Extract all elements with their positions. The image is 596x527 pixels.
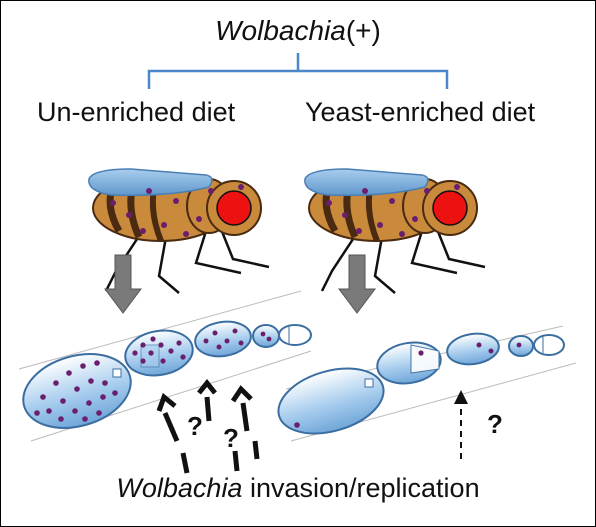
- title-bracket: [147, 53, 449, 89]
- fly-eye: [432, 190, 468, 226]
- germarium: [533, 334, 565, 356]
- germarium: [278, 324, 312, 346]
- question-mark: ?: [487, 409, 503, 439]
- fly-right: [304, 168, 486, 294]
- egg-chamber: [194, 320, 252, 358]
- question-mark: ?: [223, 423, 239, 453]
- invasion-replication-caption: Wolbachia invasion/replication: [116, 473, 480, 503]
- question-mark: ?: [187, 411, 203, 441]
- fly-legs: [320, 228, 486, 294]
- figure-title: Wolbachia(+): [215, 15, 381, 46]
- invasion-arrows-left: [156, 378, 260, 474]
- egg-chamber: [446, 332, 500, 366]
- wolbachia-dots: [110, 184, 244, 237]
- down-arrow-right: [338, 254, 376, 314]
- yeast-enriched-diet-label: Yeast-enriched diet: [305, 97, 536, 127]
- wolbachia-dots: [326, 184, 460, 237]
- egg-chamber: [252, 324, 280, 348]
- fly-wing: [88, 168, 213, 197]
- ovariole-left: [22, 320, 312, 429]
- fly-eye: [216, 190, 252, 226]
- ovariole-right: [277, 332, 565, 435]
- egg-chamber: [277, 367, 385, 435]
- down-arrow-left: [104, 254, 142, 314]
- fly-left: [88, 168, 270, 294]
- fly-legs: [104, 228, 270, 294]
- fly-wing: [304, 168, 429, 197]
- unenriched-diet-label: Un-enriched diet: [37, 97, 236, 127]
